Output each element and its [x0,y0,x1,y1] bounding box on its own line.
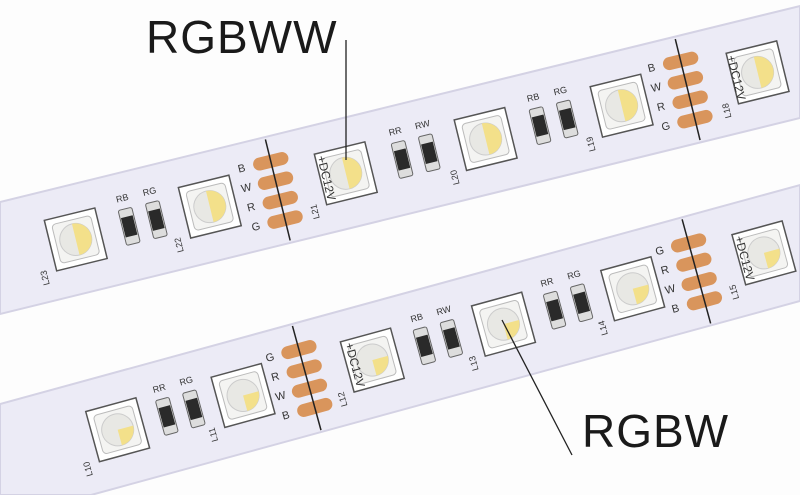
pad-letter: R [270,370,281,384]
led-chip [313,140,379,206]
led-phosphor [372,355,389,376]
resistor-mark [148,208,165,231]
led-id-label: L20 [448,169,461,186]
led-phosphor [71,223,92,255]
led-chip [589,73,654,139]
resistor-mark [120,215,138,238]
led-phosphor [617,89,638,122]
resistor-tag: RG [566,268,582,281]
led-chip [177,174,243,239]
led-chip [84,396,151,463]
led-chip [339,327,406,393]
led-phosphor [763,248,780,269]
pad-letter: G [250,220,261,234]
resistor-tag: RW [414,118,431,131]
resistor-tag: RR [539,276,555,289]
resistor-tag: RG [178,374,194,387]
rgbw-callout-line [501,319,573,456]
cut-line [681,219,712,324]
led-chip [599,255,666,322]
rgbww-label: RGBWW [146,11,338,63]
led-chip [731,220,797,286]
rgbww-strip: L23L22L21L20L19L18RBRGRRRWRBRGBWRG+DC12V… [38,38,790,286]
resistor [528,106,552,145]
pad-letter: W [240,181,254,195]
resistor-mark [546,298,564,322]
resistor [182,389,206,429]
led-chip [725,40,790,105]
resistor [418,133,441,173]
resistor-tag: RR [152,382,168,395]
resistor-mark [442,327,460,350]
led-id-label: L23 [38,269,51,286]
resistor-mark [185,397,203,421]
resistor-tag: RR [388,125,403,138]
pad-letter: W [274,389,288,403]
resistor [118,207,141,246]
led-id-label: L12 [336,391,350,408]
resistor-mark [559,107,576,131]
pad-letter: G [660,120,671,134]
led-phosphor [341,157,362,189]
resistor-mark [158,405,176,428]
pad-letter: G [654,244,665,258]
pad-letter: B [237,162,247,175]
led-id-label: L22 [172,237,185,254]
resistor [155,397,179,436]
led-id-label: L15 [727,284,741,301]
led-phosphor [205,190,226,223]
resistor [412,326,436,366]
led-id-label: L13 [467,355,481,372]
led-phosphor [503,319,520,340]
resistor-mark [421,141,438,164]
cut-line [264,139,291,241]
led-phosphor [753,56,774,88]
resistor-tag: RG [553,84,568,97]
led-id-label: L21 [308,203,321,220]
resistor-tag: RB [115,192,130,205]
pad-letter: B [647,62,657,75]
pad-letter: B [671,302,681,316]
led-phosphor [632,284,649,305]
pad-letter: G [264,351,275,365]
resistor [390,140,414,179]
resistor-tag: RB [409,311,424,324]
led-id-label: L11 [207,426,220,442]
resistor [570,283,594,323]
resistor [556,99,579,139]
resistor-mark [573,291,591,315]
resistor-mark [531,114,549,137]
resistor [543,290,567,330]
resistor-mark [393,148,411,171]
cut-line [291,325,322,431]
pad-letter: R [656,101,667,115]
led-chip [43,207,109,272]
resistor [439,319,463,358]
led-phosphor [243,391,260,411]
led-phosphor [481,123,502,155]
led-phosphor [117,425,134,446]
pad-letter: B [281,409,291,423]
led-chip [453,106,518,172]
rgbw-strip: L10L11L12L13L14L15RRRGRBRWRRRGGRWB+DC12V… [81,219,797,478]
led-id-label: L14 [596,319,610,336]
pad-letter: W [664,283,678,297]
led-id-label: L10 [81,460,95,477]
led-chip [210,362,276,429]
led-id-label: L18 [720,102,733,119]
resistor-tag: RW [435,304,452,318]
pad-letter: R [246,201,257,215]
resistor [145,200,168,239]
pad-letter: W [650,81,664,95]
resistor-tag: RB [526,91,541,104]
pad-letter: R [660,264,671,278]
resistor-tag: RG [142,185,157,198]
cut-line [674,38,701,141]
resistor-mark [415,334,433,358]
led-id-label: L19 [584,136,597,153]
rgbw-label: RGBW [582,405,730,457]
